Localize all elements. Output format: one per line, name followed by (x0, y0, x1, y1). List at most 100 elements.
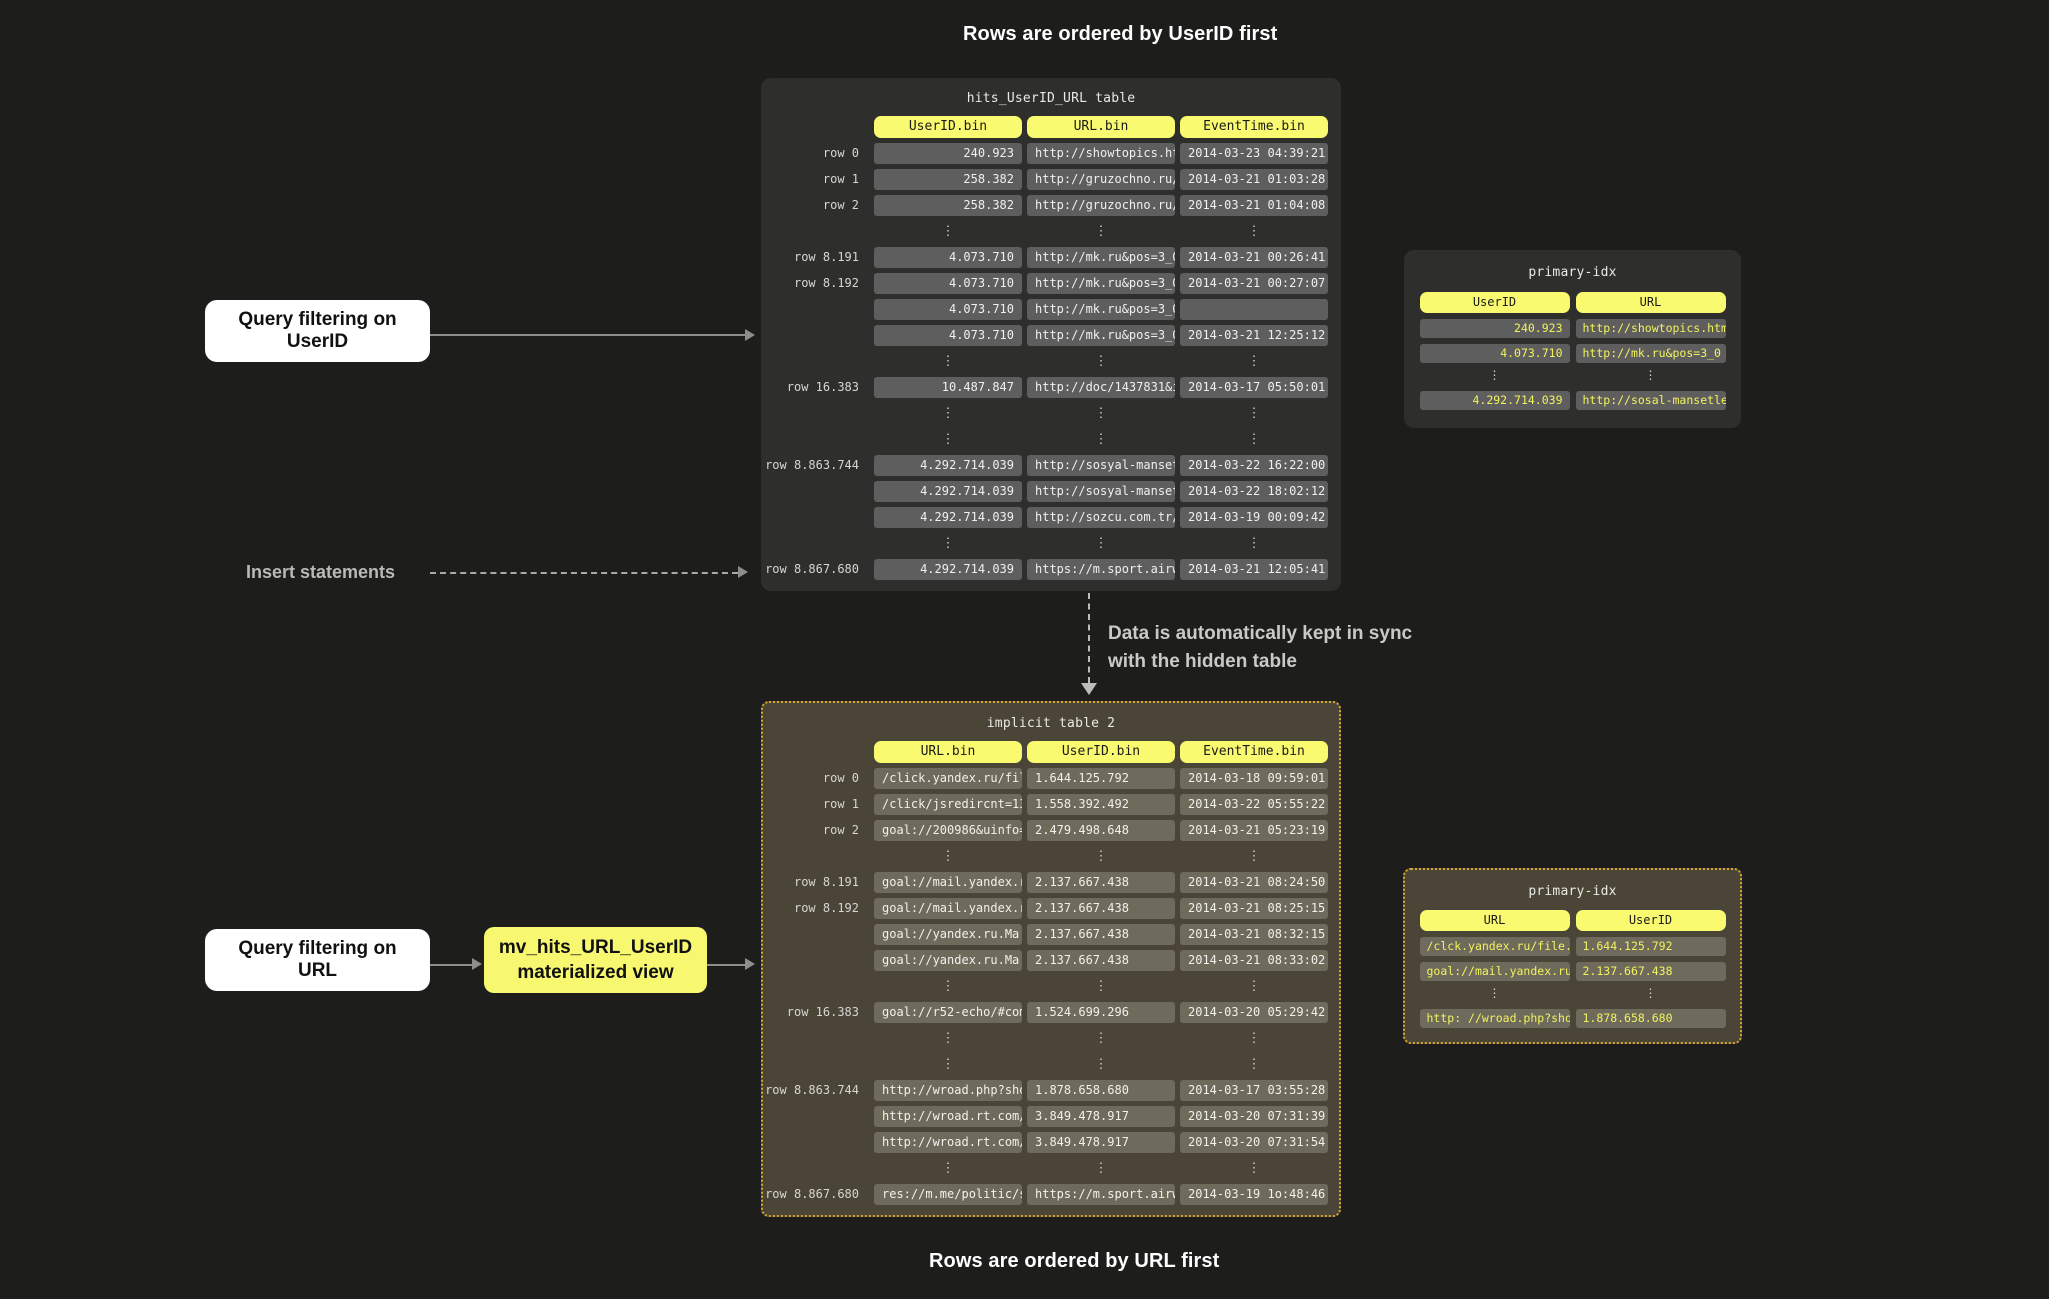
query-filtering-url-callout[interactable]: Query filtering on URL (205, 929, 430, 991)
row-label: row 16.383 (786, 380, 859, 394)
index-cell: http://sosal-mansetleri... (1575, 391, 1726, 410)
row-label: row 1 (822, 172, 859, 186)
row-label-spacer (764, 403, 869, 424)
index-cell: goal://mail.yandex.ru/Ma... (1419, 962, 1570, 981)
row-label (764, 481, 869, 502)
row-label: row 2 (822, 823, 859, 837)
row-label-spacer (764, 221, 869, 242)
top-index-grid: UserIDURL240.923http://showtopics.html%3… (1419, 292, 1726, 410)
ellipsis-separator: ⋮ (1094, 1030, 1108, 1045)
table-cell: 3.849.478.917 (1027, 1132, 1175, 1153)
table-cell: http://sozcu.com.tr/oaut (1027, 507, 1175, 528)
arrow-mv-to-table (707, 964, 745, 966)
table-cell: http://mk.ru&pos=3_0 (1027, 247, 1175, 268)
table-cell: 2.137.667.438 (1027, 872, 1175, 893)
ellipsis-separator: ⋮ (941, 1030, 955, 1045)
row-label: row 0 (822, 771, 859, 785)
table-cell: 4.073.710 (874, 247, 1022, 268)
table-cell: 1.644.125.792 (1027, 768, 1175, 789)
table-cell: 4.292.714.039 (874, 455, 1022, 476)
table-cell: http://wroad.rt.com/tr/... (874, 1106, 1022, 1127)
index-cell: 2.137.667.438 (1575, 962, 1726, 981)
index-cell: 1.878.658.680 (1575, 1009, 1726, 1028)
arrow-url-to-mv (430, 964, 472, 966)
ellipsis-separator: ⋮ (1644, 986, 1657, 1000)
table-cell: 2014-03-18 09:59:01 (1180, 768, 1328, 789)
sync-note-line1: Data is automatically kept in sync (1108, 623, 1413, 644)
index-cell: http://mk.ru&pos=3_0 (1575, 344, 1726, 363)
table-cell: 2014-03-21 01:04:08 (1180, 195, 1328, 216)
table-cell: 2014-03-21 08:32:15 (1180, 924, 1328, 945)
table-cell: 2014-03-23 04:39:21 (1180, 143, 1328, 164)
ellipsis-separator: ⋮ (1247, 1160, 1261, 1175)
bottom-index-grid: URLUserID/clck.yandex.ru/file.com...1.64… (1419, 910, 1726, 1028)
row-label: row 8.863.744 (765, 458, 859, 472)
table-cell: 3.849.478.917 (1027, 1106, 1175, 1127)
table-cell: 2014-03-21 12:05:41 (1180, 559, 1328, 580)
row-label (764, 1132, 869, 1153)
table-cell: http://doc/1437831&is_mo... (1027, 377, 1175, 398)
table-cell: 2014-03-22 18:02:12 (1180, 481, 1328, 502)
table-cell: 2014-03-21 12:25:12 (1180, 325, 1328, 346)
ellipsis-separator: ⋮ (1094, 848, 1108, 863)
table-cell: 2014-03-21 08:33:02 (1180, 950, 1328, 971)
ellipsis-separator: ⋮ (1247, 1030, 1261, 1045)
ellipsis-separator: ⋮ (1247, 223, 1261, 238)
arrow-head-url-to-mv (472, 958, 482, 970)
table-cell: https://m.sport.airway/? (1027, 559, 1175, 580)
materialized-view-box[interactable]: mv_hits_URL_UserID materialized view (484, 927, 707, 993)
table-cell: http://gruzochno.ru/ekat... (1027, 195, 1175, 216)
table-cell: 2014-03-21 00:27:07 (1180, 273, 1328, 294)
table-cell: 2.137.667.438 (1027, 950, 1175, 971)
table-cell: goal://mail.yandex.ru/Ma... (874, 898, 1022, 919)
insert-statements-label: Insert statements (246, 562, 396, 582)
row-label: row 8.863.744 (765, 1083, 859, 1097)
table-cell: 2014-03-17 03:55:28 (1180, 1080, 1328, 1101)
ellipsis-separator: ⋮ (941, 978, 955, 993)
column-header-url-bin: URL.bin (874, 741, 1022, 763)
table-cell: /click/jsredircnt=1395412... (874, 794, 1022, 815)
top-heading: Rows are ordered by UserID first (963, 23, 1278, 45)
query-filtering-userid-callout[interactable]: Query filtering on UserID (205, 300, 430, 362)
ellipsis-separator: ⋮ (941, 1160, 955, 1175)
row-label: row 2 (822, 198, 859, 212)
ellipsis-separator: ⋮ (1094, 1160, 1108, 1175)
table-cell: http://gruzochno.ru/ekat... (1027, 169, 1175, 190)
row-label-spacer (764, 429, 869, 450)
row-label-spacer (764, 1158, 869, 1179)
table-cell: res://m.me/politic/stati... (874, 1184, 1022, 1205)
row-label-spacer (764, 741, 869, 763)
insert-statements-dashed-line (430, 572, 738, 574)
ellipsis-separator: ⋮ (1247, 431, 1261, 446)
table-cell: goal://200986&uinfo=wn-1... (874, 820, 1022, 841)
bottom-index-title: primary-idx (1528, 884, 1617, 899)
table-cell: 2014-03-21 08:25:15 (1180, 898, 1328, 919)
row-label-spacer (764, 533, 869, 554)
table-cell: goal://yandex.ru.Ma... (874, 924, 1022, 945)
ellipsis-separator: ⋮ (1247, 978, 1261, 993)
table-cell: 2014-03-20 05:29:42 (1180, 1002, 1328, 1023)
row-label-spacer (764, 976, 869, 997)
index-cell: http://showtopics.html%3... (1575, 319, 1726, 338)
row-label-spacer (764, 846, 869, 867)
column-header-eventtime-bin: EventTime.bin (1180, 116, 1328, 138)
index-cell: http: //wroad.php?show/7... (1419, 1009, 1570, 1028)
table-cell: 4.073.710 (874, 325, 1022, 346)
ellipsis-separator: ⋮ (941, 848, 955, 863)
arrow-head-mv-to-table (745, 958, 755, 970)
ellipsis-separator: ⋮ (1094, 431, 1108, 446)
table-cell: 258.382 (874, 195, 1022, 216)
ellipsis-separator: ⋮ (1247, 353, 1261, 368)
ellipsis-separator: ⋮ (1247, 405, 1261, 420)
ellipsis-separator: ⋮ (1094, 535, 1108, 550)
top-index-title: primary-idx (1528, 265, 1617, 280)
table-cell: 1.524.699.296 (1027, 1002, 1175, 1023)
table-cell: 4.292.714.039 (874, 559, 1022, 580)
table-cell: http://mk.ru&pos=3_0 (1027, 273, 1175, 294)
column-header-userid-bin: UserID.bin (1027, 741, 1175, 763)
ellipsis-separator: ⋮ (1094, 978, 1108, 993)
sync-dashed-vline (1088, 593, 1090, 683)
row-label: row 16.383 (786, 1005, 859, 1019)
